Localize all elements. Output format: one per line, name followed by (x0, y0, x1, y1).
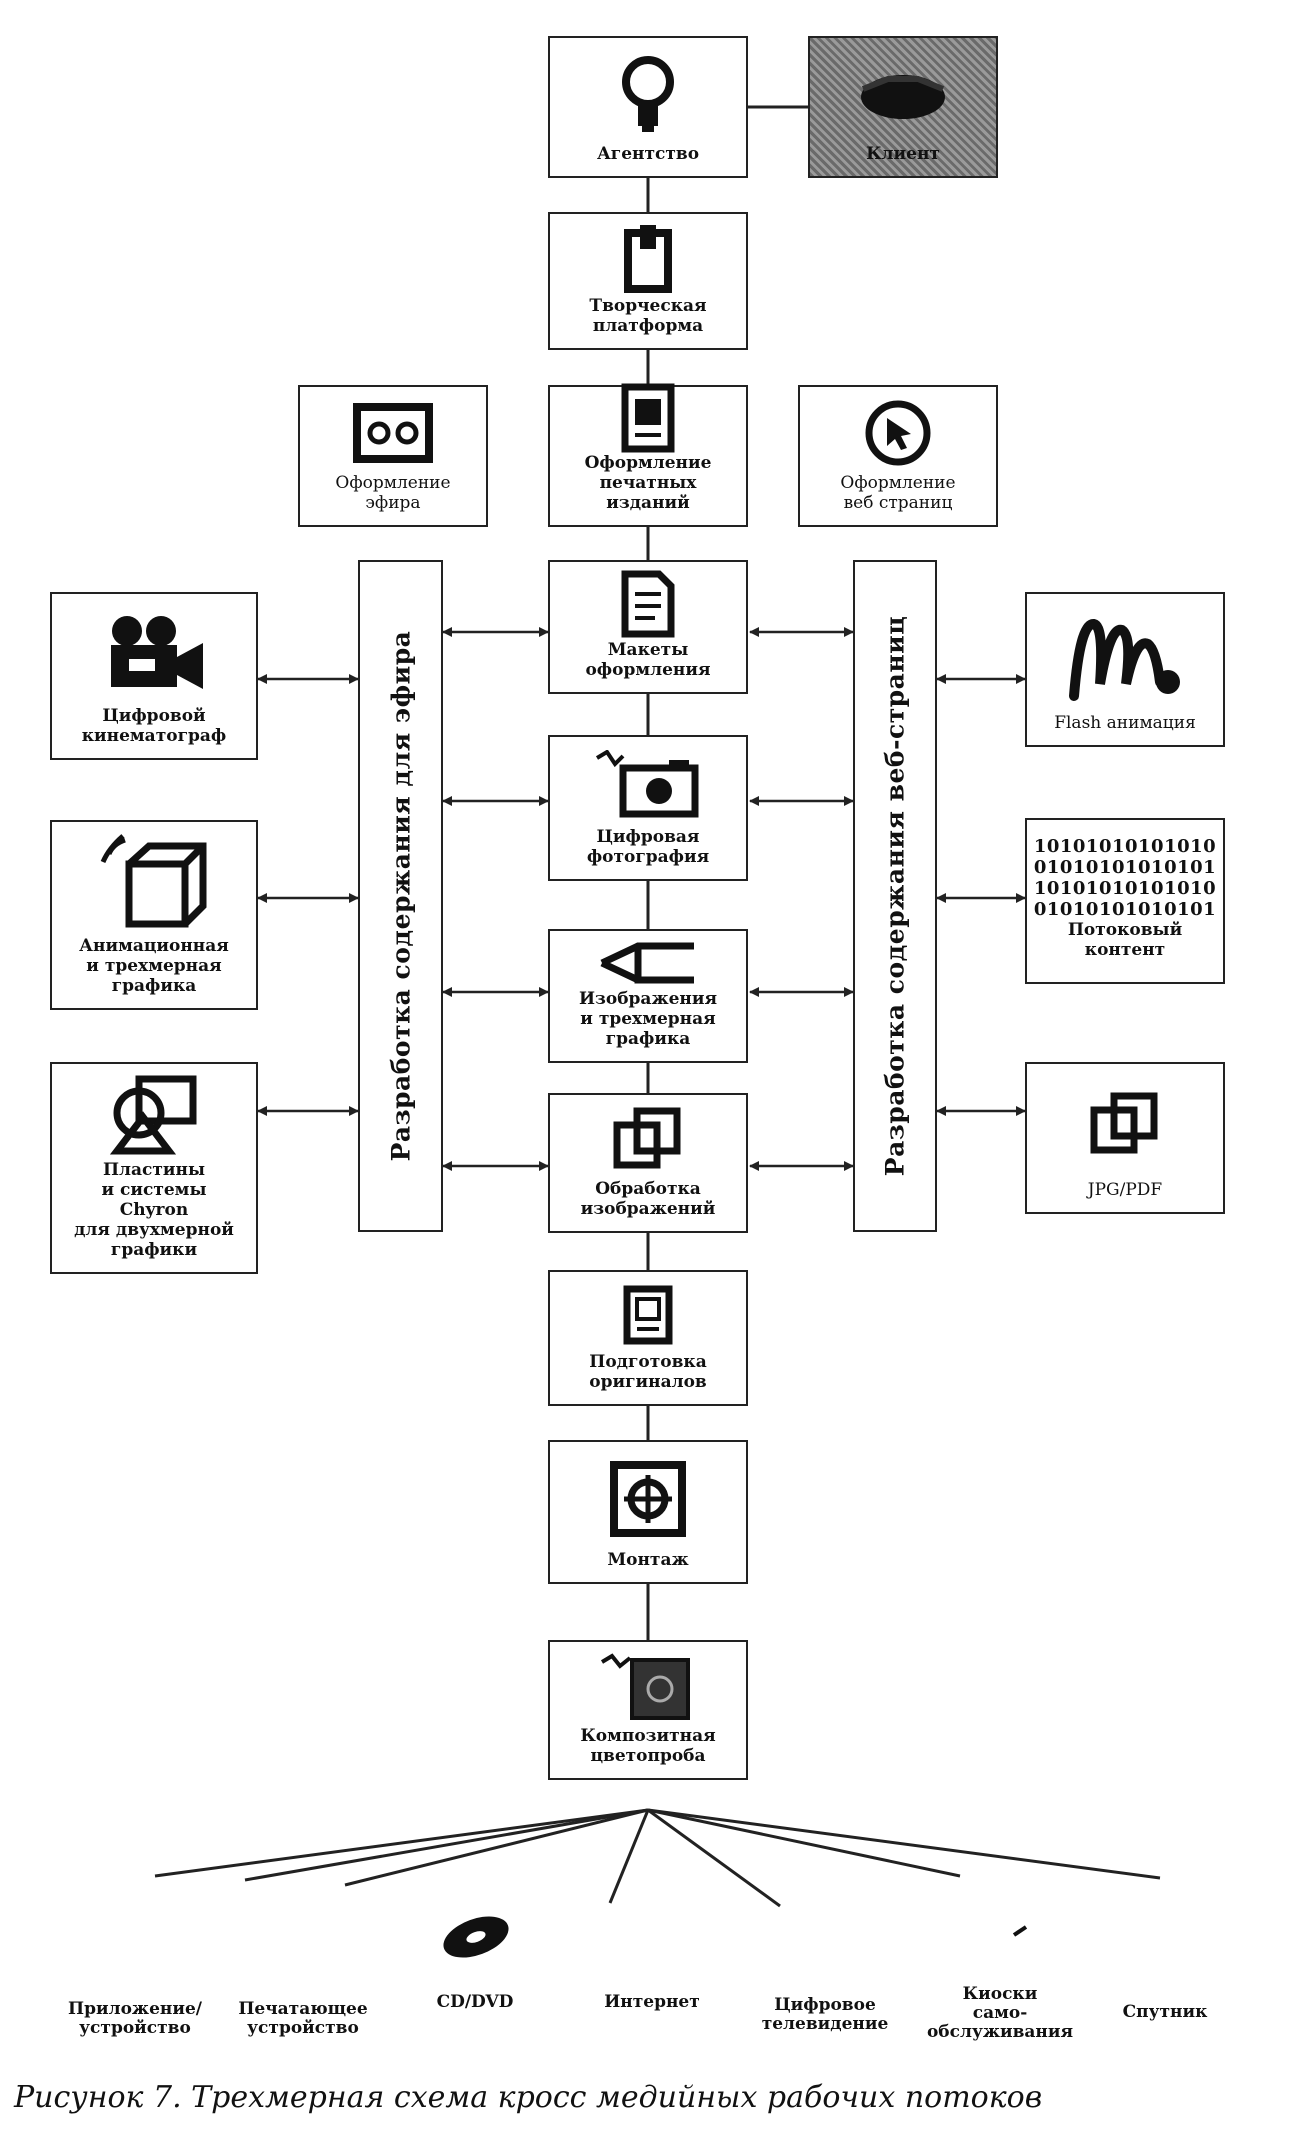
node-image-processing-label: Обработка изображений (580, 1179, 716, 1219)
node-flash-animation-label: Flash анимация (1054, 713, 1196, 733)
node-images-3d: Изображения и трехмерная графика (548, 929, 748, 1063)
binary-line-4: 01010101010101 (1033, 899, 1217, 920)
node-digital-photo-label: Цифровая фотография (586, 827, 710, 867)
node-digital-cinema-label: Цифровой кинематограф (81, 706, 227, 746)
node-animation-3d-label: Анимационная и трехмерная графика (79, 936, 229, 996)
output-kiosks: Киоски само- обслуживания (926, 1984, 1074, 2042)
node-broadcast-design-label: Оформление эфира (335, 473, 451, 513)
node-montage-label: Монтаж (607, 1550, 689, 1570)
output-internet: Интернет (604, 1992, 700, 2012)
overlap-squares-icon (1035, 1070, 1215, 1180)
node-digital-photo: Цифровая фотография (548, 735, 748, 881)
overlap-squares-icon (558, 1101, 738, 1179)
node-flash-animation: Flash анимация (1025, 592, 1225, 747)
node-streaming-content-label: Потоковый контент (1067, 920, 1183, 960)
output-satellite: Спутник (1122, 2002, 1208, 2022)
node-broadcast-design: Оформление эфира (298, 385, 488, 527)
bar-broadcast-content: Разработка содержания для эфира (358, 560, 443, 1232)
binary-line-1: 10101010101010 (1033, 836, 1217, 857)
camera-icon (558, 743, 738, 827)
output-digital-tv: Цифровое телевидение (761, 1995, 889, 2034)
node-streaming-content: 10101010101010 01010101010101 1010101010… (1025, 818, 1225, 984)
crosshair-icon (558, 1448, 738, 1550)
node-layouts-label: Макеты оформления (585, 640, 711, 680)
page-icon (558, 568, 738, 640)
node-creative-platform: Творческая платформа (548, 212, 748, 350)
node-digital-cinema: Цифровой кинематограф (50, 592, 258, 760)
binary-line-3: 10101010101010 (1033, 878, 1217, 899)
node-layouts: Макеты оформления (548, 560, 748, 694)
form-icon (558, 1278, 738, 1352)
handshake-icon (818, 44, 988, 144)
node-image-processing: Обработка изображений (548, 1093, 748, 1233)
output-app-device: Приложение/ устройство (68, 1999, 202, 2038)
binary-line-2: 01010101010101 (1033, 857, 1217, 878)
node-agency: Агентство (548, 36, 748, 178)
shapes-icon (60, 1070, 248, 1160)
cursor-circle-icon (808, 393, 988, 473)
node-web-design-label: Оформление веб страниц (840, 473, 956, 513)
node-color-proof-label: Композитная цветопроба (580, 1726, 716, 1766)
clipboard-icon (558, 220, 738, 296)
cube-icon (60, 828, 248, 936)
node-print-design-label: Оформление печатных изданий (584, 453, 712, 513)
bar-web-content-label: Разработка содержания веб-страниц (880, 615, 910, 1177)
kiosk-icon (1012, 1922, 1028, 1941)
node-montage: Монтаж (548, 1440, 748, 1584)
node-color-proof: Композитная цветопроба (548, 1640, 748, 1780)
node-prepress-label: Подготовка оригиналов (589, 1352, 707, 1392)
node-client: Клиент (808, 36, 998, 178)
node-jpg-pdf-label: JPG/PDF (1087, 1180, 1163, 1200)
node-client-label: Клиент (866, 144, 940, 164)
output-cd-dvd: CD/DVD (436, 1992, 514, 2012)
bar-broadcast-content-label: Разработка содержания для эфира (386, 630, 415, 1162)
figure-caption: Рисунок 7. Трехмерная схема кросс медийн… (14, 2080, 1043, 2115)
node-images-3d-label: Изображения и трехмерная графика (578, 989, 718, 1049)
lightbulb-icon (558, 44, 738, 144)
proof-sheet-icon (558, 1648, 738, 1726)
node-creative-platform-label: Творческая платформа (589, 296, 707, 336)
document-icon (558, 383, 738, 453)
node-agency-label: Агентство (596, 144, 700, 164)
node-jpg-pdf: JPG/PDF (1025, 1062, 1225, 1214)
node-chyron-label: Пластины и системы Chyron для двухмерной… (74, 1160, 234, 1260)
movie-camera-icon (60, 600, 248, 706)
node-animation-3d: Анимационная и трехмерная графика (50, 820, 258, 1010)
pen-nib-icon (558, 937, 738, 989)
bar-web-content: Разработка содержания веб-страниц (853, 560, 937, 1232)
node-print-design: Оформление печатных изданий (548, 383, 748, 527)
flash-scribble-icon (1035, 600, 1215, 713)
node-chyron: Пластины и системы Chyron для двухмерной… (50, 1062, 258, 1274)
tape-icon (308, 393, 478, 473)
node-web-design: Оформление веб страниц (798, 385, 998, 527)
node-prepress: Подготовка оригиналов (548, 1270, 748, 1406)
output-printer: Печатающее устройство (238, 1999, 368, 2038)
cd-disc-icon (438, 1912, 514, 1966)
